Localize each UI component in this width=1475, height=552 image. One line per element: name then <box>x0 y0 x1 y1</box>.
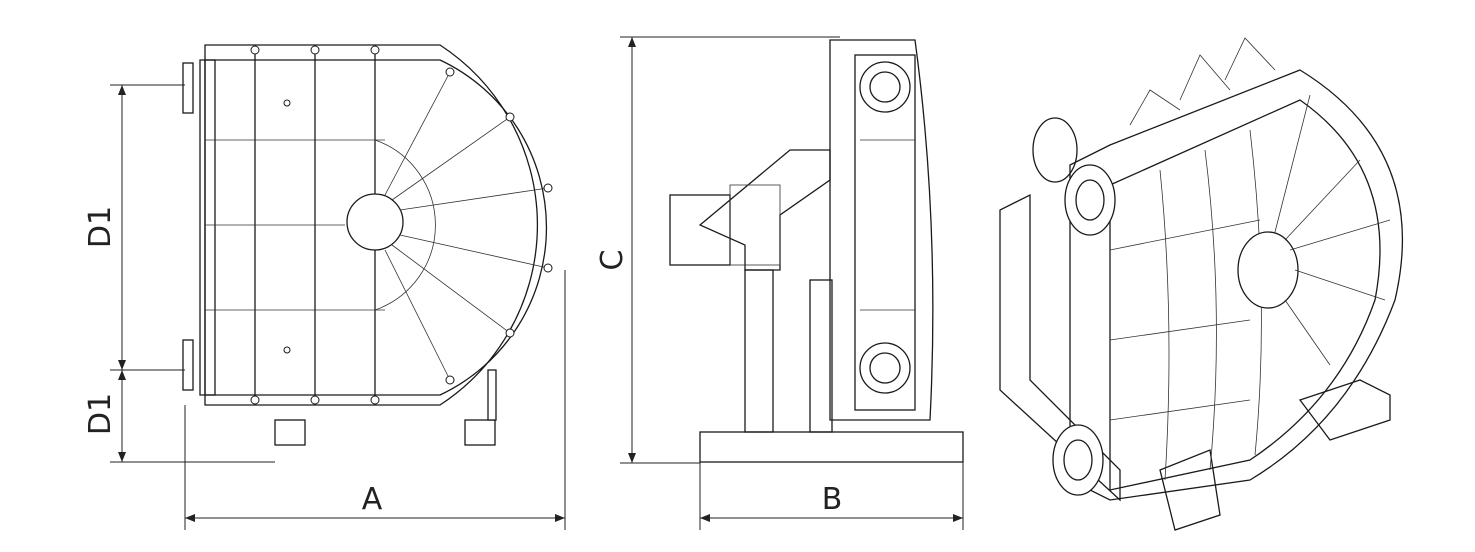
dimension-c: C <box>595 36 840 464</box>
side-view <box>669 39 964 463</box>
label-a: A <box>362 482 383 517</box>
dimension-d1-lower: D1 <box>83 369 275 463</box>
front-view <box>182 44 553 446</box>
dimension-a: A <box>184 270 566 530</box>
iso-rotor-hub <box>1237 231 1299 309</box>
label-c: C <box>595 250 630 271</box>
label-d1-lower: D1 <box>83 393 118 435</box>
label-b: B <box>822 482 843 517</box>
dimension-b: B <box>699 462 964 530</box>
rotor-hub <box>346 193 404 251</box>
dimension-d1-upper: D1 <box>83 84 185 370</box>
isometric-view <box>999 37 1403 531</box>
label-d1-upper: D1 <box>83 206 118 248</box>
